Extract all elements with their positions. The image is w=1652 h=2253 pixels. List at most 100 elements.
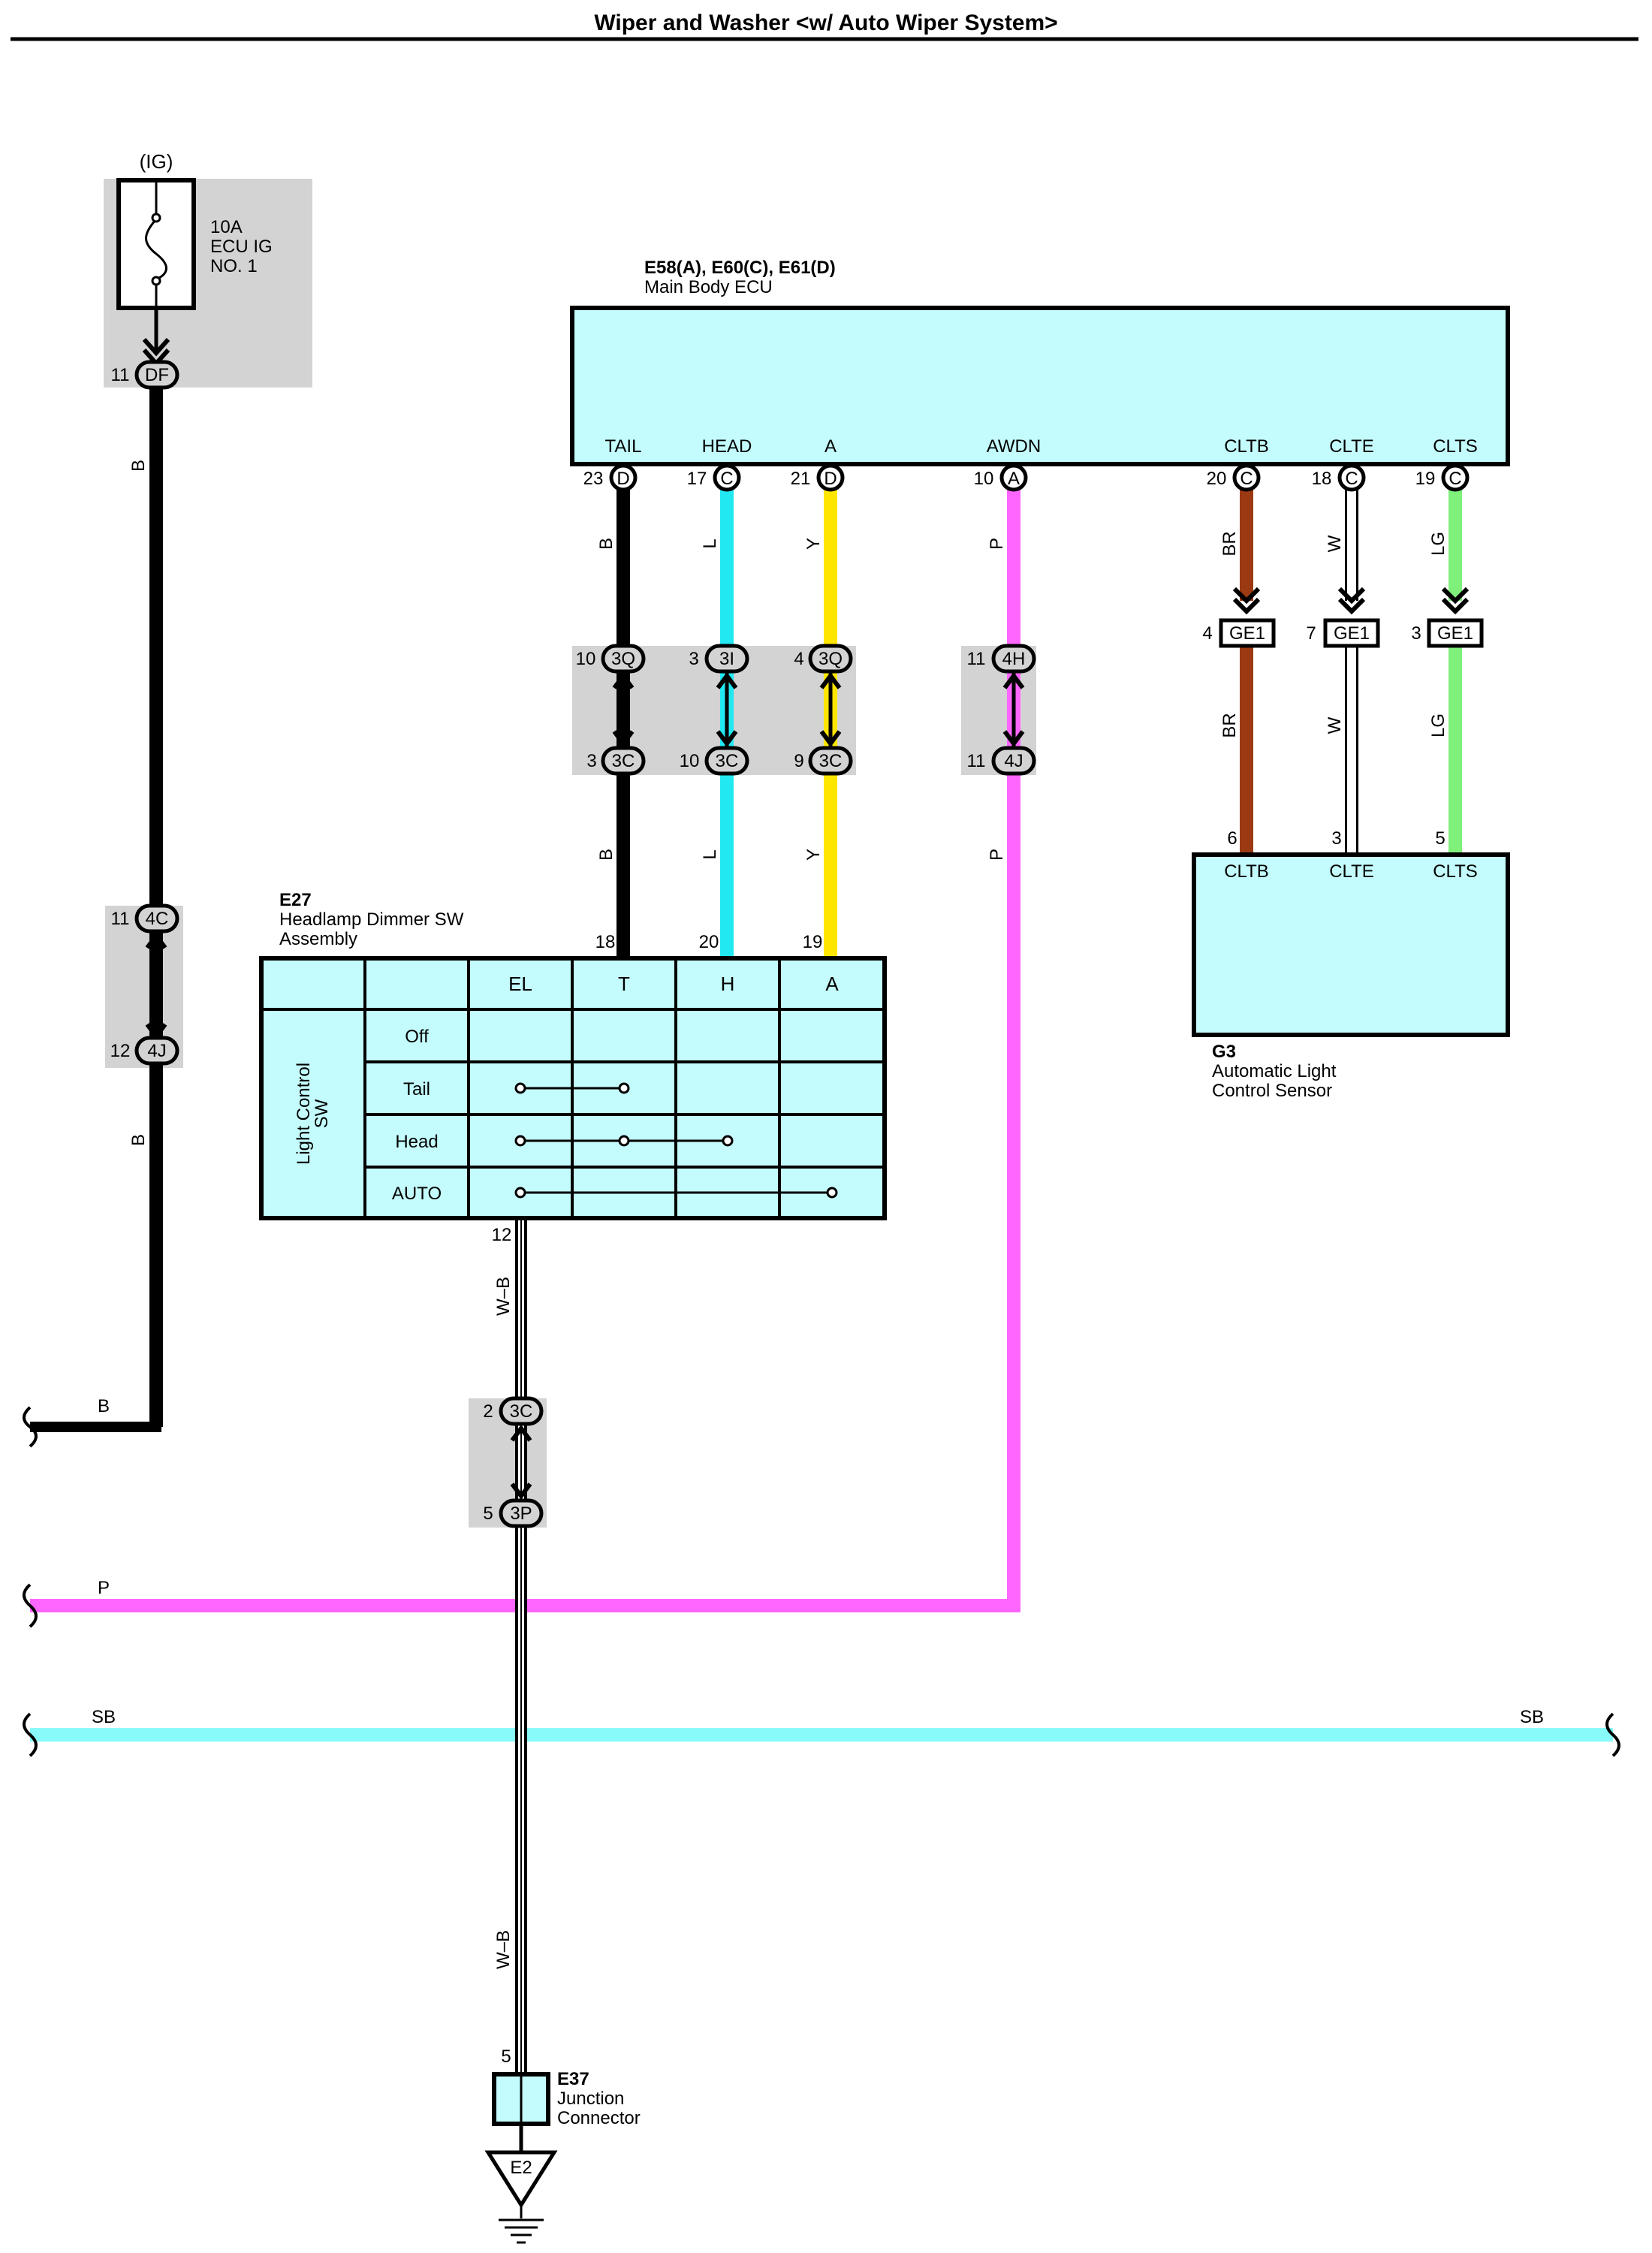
wire-label-tail-2: B [596,849,616,861]
fuse-connector-pill [134,360,179,390]
dimmer-row-auto: AUTO [392,1184,442,1204]
ecu-pin-connector-cltb: C [1240,469,1253,489]
junction-head-group: 3I 3 3C 10 [680,644,749,776]
continuity-tail-el [514,1082,526,1094]
junction-tail-upper-pin: 10 [576,649,596,669]
dimmer-pin-a: 19 [803,932,823,952]
junction-ig-lower-connector: 4J [147,1041,166,1061]
sensor-code: G3 [1212,1042,1236,1062]
dimmer-side-label-1: Light Control [294,1063,314,1165]
junction-gnd-lower-pin: 5 [483,1504,493,1524]
junction-tail-lower-pin: 3 [586,751,596,771]
ecu-pin-number-tail: 23 [583,469,604,489]
ecu-terminal-label-cltb: CLTB [1224,436,1269,457]
fuse-pin: 11 [111,365,130,385]
dimmer-name-2: Assembly [279,929,357,949]
bus-label-sb-right: SB [1520,1707,1544,1727]
wire-label-clte-1: W [1325,535,1345,552]
junction-awdn-lower-pin: 11 [967,751,986,771]
ecu-pin-connector-tail: D [616,469,629,489]
ecu-terminal-label-awdn: AWDN [987,436,1041,457]
wire-label-cltb-2: BR [1219,713,1240,737]
fuse-terminal-top [151,213,161,223]
junction-a-lower-connector: 3C [819,751,843,771]
ecu-terminal-label-a: A [824,436,837,457]
wire-label-gnd-2: W–B [493,1930,514,1969]
junction-connector-name-2: Connector [557,2108,641,2128]
junction-awdn-arrow-icon [1002,672,1025,747]
ecu-pin-connector-clts: C [1449,469,1461,489]
continuity-auto-a [826,1187,838,1199]
junction-gnd-lower-connector: 3P [510,1504,532,1524]
ecu-terminal-label-tail: TAIL [605,436,642,457]
sensor-pin-clts: 5 [1435,828,1445,849]
junction-head-upper-connector: 3I [719,649,734,669]
dimmer-row-off: Off [405,1027,429,1047]
ecu-terminal-label-clts: CLTS [1433,436,1478,457]
continuity-head-el [514,1135,526,1147]
junction-head-lower [704,746,749,776]
wire-awdn [30,490,1020,1612]
ge1-clts-arrow-icon [1441,587,1470,615]
junction-ig-lower [134,1036,179,1066]
wire-b-ig-bottom [30,1419,161,1432]
continuity-auto-el [514,1187,526,1199]
junction-head-lower-connector: 3C [716,751,739,771]
dimmer-col-t: T [618,973,630,995]
ge1-connectors: GE1 4 GE1 7 GE1 3 [1202,587,1484,648]
fuse-connector: DF [145,365,169,385]
break-mark-b [23,1406,38,1448]
dimmer-row-tail: Tail [403,1079,430,1099]
fuse-terminal-bottom [151,276,161,286]
junction-connector-pin: 5 [501,2046,511,2067]
ecu-pin-connector-head: C [720,469,733,489]
junction-tail-lower [601,746,646,776]
junction-awdn-upper-connector: 4H [1002,649,1026,669]
dimmer-row-head: Head [395,1132,438,1152]
continuity-tail-t [618,1082,630,1094]
wire-label-awdn-1: P [987,538,1007,550]
ge1-cltb-connector: GE1 [1229,623,1265,644]
ecu-pin-number-awdn: 10 [974,469,994,489]
sensor-box [1192,852,1510,1037]
sensor-pin-cltb: 6 [1227,828,1237,849]
junction-connector-name-1: Junction [557,2089,624,2109]
junction-head-lower-pin: 10 [680,751,700,771]
dimmer-code: E27 [279,890,312,910]
fuse-name-2: NO. 1 [210,256,258,276]
junction-tail-lower-connector: 3C [612,751,635,771]
ecu-pin-circle-head [713,463,741,492]
break-mark-sb-right [1605,1712,1620,1757]
dimmer-pin-t: 18 [595,932,616,952]
junction-gnd-upper-pin: 2 [483,1401,493,1422]
junction-tail-arrow-icon [612,672,635,747]
ge1-clts-pin: 3 [1411,623,1421,644]
junction-gnd-upper [499,1396,544,1426]
junction-a-group: 3Q 4 3C 9 [794,644,853,776]
ecu-pin-circle-cltb [1232,463,1261,492]
wire-label-clte-2: W [1325,716,1345,734]
ecu-pin-number-clts: 19 [1415,469,1436,489]
junction-ig-lower-pin: 12 [110,1041,131,1061]
main-ecu-terminals: TAILD23HEADC17AD21AWDNA10CLTBC20CLTEC18C… [583,436,1478,492]
dimmer-continuity-marks [514,1082,838,1199]
junction-a-upper-connector: 3Q [818,649,843,669]
junction-a-lower [808,746,853,776]
junction-head-upper-pin: 3 [689,649,698,669]
junction-ig-upper-pin: 11 [111,909,130,929]
junction-gnd-arrow-icon [510,1425,532,1500]
main-ecu-name: Main Body ECU [644,277,773,297]
ecu-terminal-label-head: HEAD [702,436,752,457]
wire-label-head-1: L [700,538,720,548]
ecu-pin-circle-a [816,463,845,492]
wire-label-b-left-1: B [128,460,149,472]
ecu-pin-circle-clte [1337,463,1366,492]
ecu-pin-number-head: 17 [687,469,707,489]
page-title: Wiper and Washer <w/ Auto Wiper System> [594,11,1057,35]
junction-ig-upper-connector: 4C [146,909,169,929]
dimmer-col-h: H [721,973,735,995]
dimmer-pin-el: 12 [492,1225,512,1245]
wire-label-cltb-1: BR [1219,531,1240,556]
ge1-clts-connector: GE1 [1437,623,1473,644]
ge1-clte-connector: GE1 [1334,623,1370,644]
